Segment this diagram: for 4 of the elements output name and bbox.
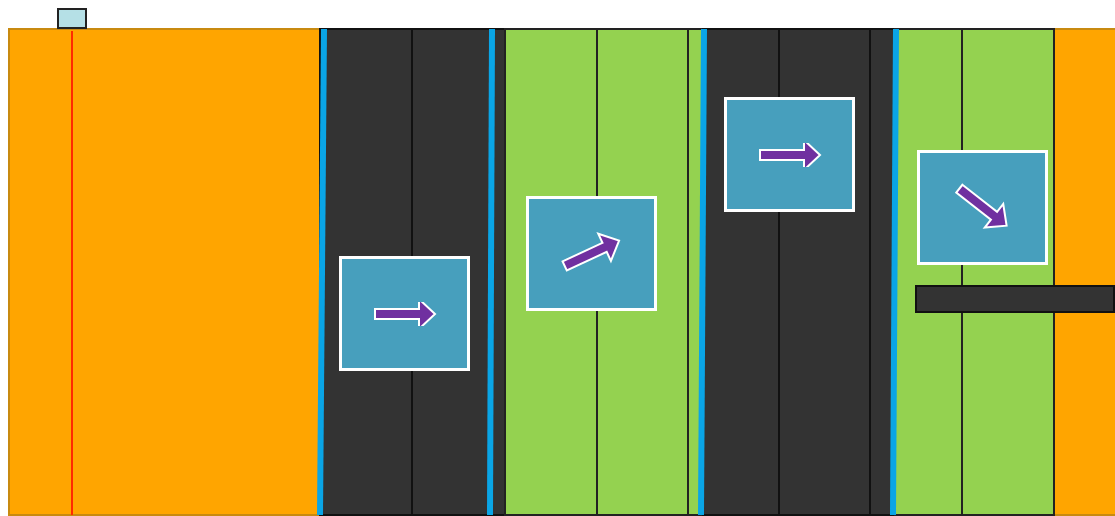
- sign-panel: [917, 150, 1048, 265]
- sign-panel: [339, 256, 470, 371]
- sign-panel: [724, 97, 855, 212]
- sign-panel: [526, 196, 657, 311]
